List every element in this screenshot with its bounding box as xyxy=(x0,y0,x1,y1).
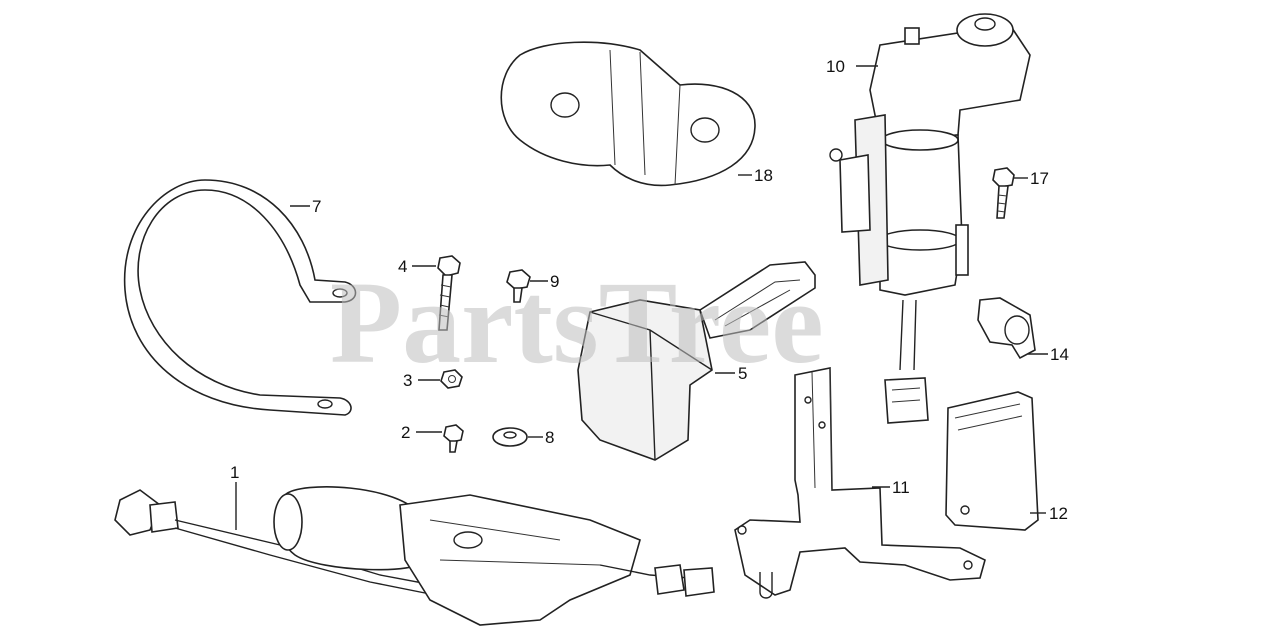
part-1-motor xyxy=(114,486,715,626)
part-14-clip xyxy=(977,297,1036,360)
callout-7: 7 xyxy=(312,197,321,216)
callout-9: 9 xyxy=(550,272,559,291)
part-4-bolt xyxy=(437,255,461,331)
callout-8: 8 xyxy=(545,428,554,447)
part-17-bolt xyxy=(992,167,1015,219)
callout-11: 11 xyxy=(892,478,910,497)
callout-18: 18 xyxy=(754,166,773,185)
callout-12: 12 xyxy=(1049,504,1068,523)
callout-3: 3 xyxy=(403,371,412,390)
part-11-bracket xyxy=(734,367,986,599)
callout-1: 1 xyxy=(230,463,239,482)
partstree-watermark: PartsTree xyxy=(330,257,824,388)
part-2-bolt xyxy=(443,424,464,453)
part-3-nut xyxy=(440,369,463,389)
part-9-bolt xyxy=(506,269,531,303)
part-12-controller xyxy=(945,391,1039,531)
callout-14: 14 xyxy=(1050,345,1069,364)
callout-2: 2 xyxy=(401,423,410,442)
callout-5: 5 xyxy=(738,364,747,383)
callout-10: 10 xyxy=(826,57,845,76)
part-18-bracket xyxy=(500,41,756,187)
part-7-clamp xyxy=(123,179,357,416)
callout-17: 17 xyxy=(1030,169,1049,188)
part-8-washer xyxy=(492,427,528,447)
part-10-actuator xyxy=(829,13,1031,424)
callout-4: 4 xyxy=(398,257,407,276)
part-5-cover xyxy=(577,261,816,461)
